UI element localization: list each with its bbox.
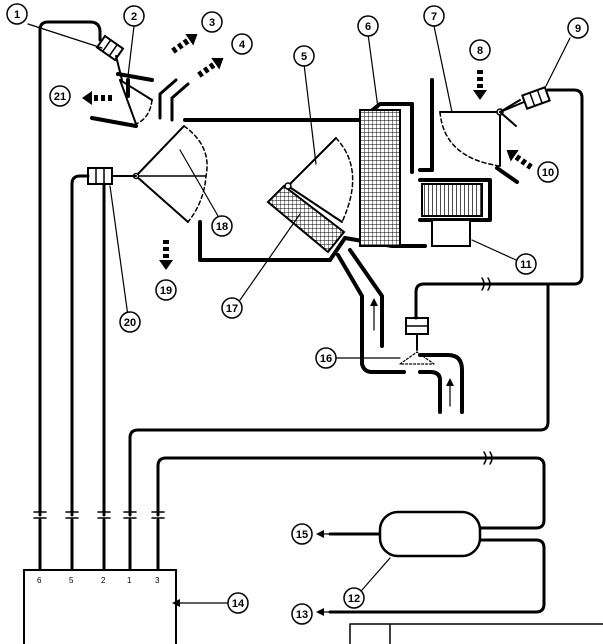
defrost-outlet	[158, 78, 190, 122]
callout-6: 6	[357, 15, 379, 37]
svg-text:14: 14	[232, 598, 245, 610]
callout-21: 21	[49, 85, 71, 107]
blower-wheel	[421, 183, 483, 217]
airflow-arrows	[82, 33, 533, 270]
callout-15: 15	[291, 523, 313, 545]
bottom-right-box	[349, 623, 603, 644]
callout-7: 7	[423, 5, 445, 27]
callouts: 1 2 3 4 5 6 7 8 9 10 11 12 13 14 15	[6, 3, 589, 625]
svg-text:20: 20	[124, 317, 136, 329]
svg-text:15: 15	[296, 529, 308, 541]
module-pin-label: 2	[101, 576, 106, 585]
callout-18: 18	[211, 215, 233, 237]
module-pin-label: 1	[127, 576, 132, 585]
svg-text:9: 9	[575, 23, 581, 35]
callout-12: 12	[343, 587, 365, 609]
callout-8: 8	[469, 39, 491, 61]
svg-text:13: 13	[296, 609, 308, 621]
callout-19: 19	[155, 279, 177, 301]
svg-text:3: 3	[209, 17, 215, 29]
callout-10: 10	[537, 161, 559, 183]
callout-4: 4	[231, 33, 253, 55]
vacuum-reservoir	[378, 510, 482, 558]
svg-text:1: 1	[14, 9, 20, 21]
svg-text:5: 5	[301, 51, 307, 63]
svg-text:6: 6	[365, 21, 371, 33]
svg-text:2: 2	[131, 11, 137, 23]
check-valve	[399, 317, 435, 365]
svg-text:10: 10	[542, 167, 554, 179]
module-pin-label: 5	[69, 576, 74, 585]
svg-text:11: 11	[520, 259, 532, 271]
svg-text:17: 17	[226, 303, 238, 315]
callout-14: 14	[227, 592, 249, 614]
svg-text:16: 16	[320, 353, 332, 365]
vacuum-motor-20	[87, 167, 137, 185]
callout-1: 1	[6, 3, 28, 25]
callout-16: 16	[315, 347, 337, 369]
callout-17: 17	[221, 297, 243, 319]
svg-text:12: 12	[348, 593, 360, 605]
heater-core	[359, 109, 401, 247]
blend-door	[284, 137, 354, 223]
evaporator-core	[266, 184, 346, 254]
vacuum-motor-9	[521, 86, 551, 110]
svg-text:4: 4	[239, 39, 246, 51]
svg-text:8: 8	[477, 45, 483, 57]
module-pin-label: 3	[155, 576, 160, 585]
vacuum-hoses	[33, 20, 584, 614]
callout-13: 13	[291, 603, 313, 625]
callout-20: 20	[119, 311, 141, 333]
callout-3: 3	[201, 11, 223, 33]
control-module	[23, 569, 177, 644]
callout-2: 2	[123, 5, 145, 27]
mode-door	[132, 125, 208, 223]
callout-9: 9	[567, 17, 589, 39]
svg-text:21: 21	[54, 91, 66, 103]
vent-door	[119, 79, 153, 125]
svg-text:19: 19	[160, 285, 172, 297]
callout-11: 11	[515, 253, 537, 275]
vacuum-motor-1	[95, 34, 125, 62]
blower-motor	[431, 219, 471, 247]
duct-flow-arrows	[370, 298, 454, 407]
svg-text:7: 7	[431, 11, 437, 23]
callout-5: 5	[293, 45, 315, 67]
svg-text:18: 18	[216, 221, 228, 233]
module-pin-label: 6	[37, 576, 42, 585]
